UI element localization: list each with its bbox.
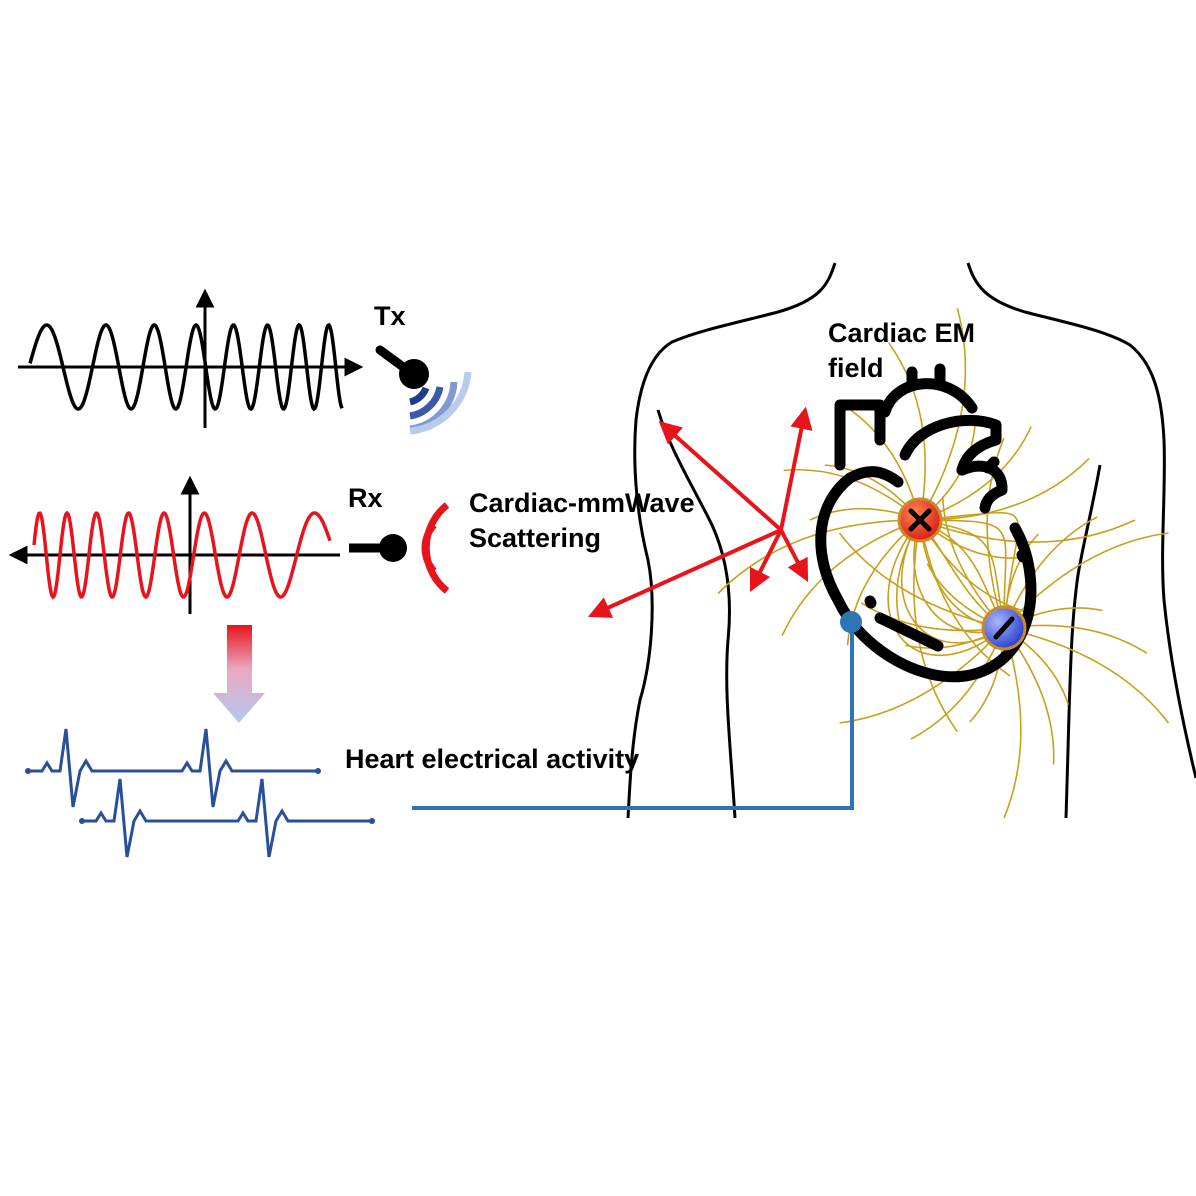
human-torso-outline: [626, 262, 1196, 819]
electrode-node: [840, 611, 862, 633]
ecg-endpoint: [79, 818, 85, 824]
scatter-arrow-head: [750, 566, 771, 592]
scatter-arrow-head: [658, 421, 683, 445]
field-line: [887, 519, 1005, 657]
scatter-arrow-line: [779, 410, 807, 531]
ecg-trace: [28, 728, 318, 808]
negative-charge-icon: [981, 605, 1027, 651]
field-line: [839, 627, 1005, 724]
field-line: [1003, 627, 1170, 724]
ecg-trace: [82, 778, 372, 858]
antenna-transmit-icon: [375, 345, 472, 435]
scatter-arrow-head: [787, 556, 809, 582]
scatter-arrow-line: [660, 422, 783, 532]
field-line: [919, 519, 1136, 543]
em-field-label-line2: field: [828, 353, 884, 383]
tx-chirp-waveform: [28, 322, 344, 412]
scattering-arrows: [587, 406, 813, 618]
rx-label: Rx: [348, 483, 383, 513]
field-line: [919, 519, 1007, 629]
scattering-label-line1: Cardiac-mmWave: [469, 488, 695, 518]
rx-waveform-axes: [8, 475, 340, 614]
ecg-traces: [25, 728, 375, 858]
positive-charge-icon: [897, 497, 943, 543]
heart-outline-icon: [815, 363, 1037, 683]
tx-label: Tx: [374, 301, 406, 331]
scattering-label-line2: Scattering: [469, 523, 601, 553]
field-line: [919, 308, 967, 521]
ecg-endpoint: [25, 768, 31, 774]
field-line: [1003, 532, 1169, 629]
processing-down-arrow: [213, 625, 265, 723]
ecg-lead-wire: [412, 622, 854, 810]
scatter-arrow-head: [790, 406, 813, 431]
field-line: [919, 519, 1005, 629]
ecg-endpoint: [369, 818, 375, 824]
heart-activity-label: Heart electrical activity: [345, 744, 639, 774]
field-line: [919, 511, 1019, 629]
field-line: [781, 519, 921, 637]
field-line: [717, 519, 921, 595]
field-line: [901, 519, 1005, 644]
ecg-endpoint: [315, 768, 321, 774]
antenna-receive-icon: [349, 502, 450, 594]
field-line: [913, 519, 1005, 634]
scatter-arrow-line: [591, 528, 782, 617]
field-line: [888, 342, 926, 521]
em-field-label-line1: Cardiac EM: [828, 318, 975, 348]
scatter-arrow-head: [587, 597, 614, 618]
rx-waveform: [32, 510, 332, 600]
tx-waveform-axes: [18, 288, 364, 428]
